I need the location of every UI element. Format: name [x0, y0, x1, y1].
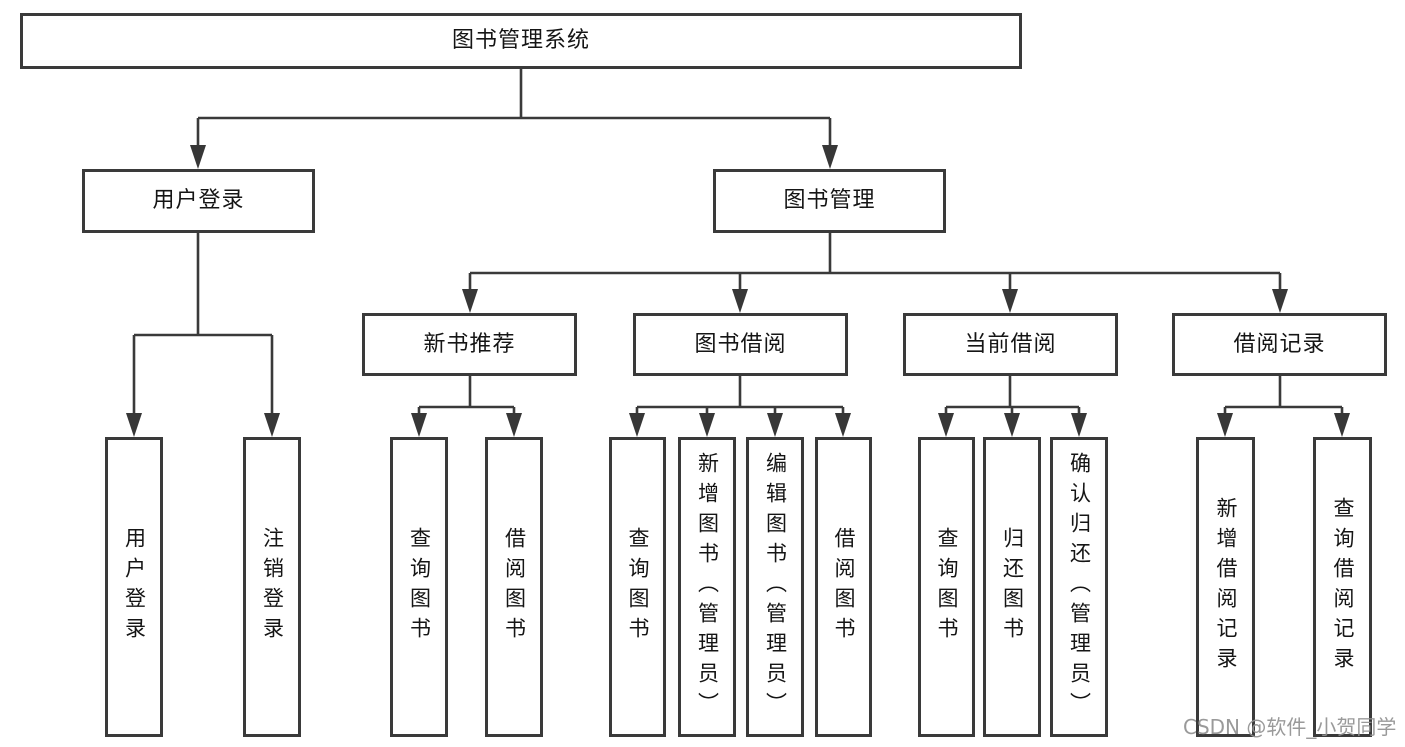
node-book-borrow-label: 图书借阅 — [694, 331, 787, 357]
leaf-borrow-books-label: 借阅图书 — [832, 527, 856, 647]
leaf-query-books-current-label: 查询图书 — [935, 527, 959, 647]
leaf-logout: 注销登录 — [243, 437, 301, 737]
leaf-add-borrow-record: 新增借阅记录 — [1196, 437, 1255, 737]
leaf-edit-book-admin: 编辑图书（管理员） — [746, 437, 804, 737]
leaf-user-login-label: 用户登录 — [122, 527, 147, 647]
leaf-borrow-books: 借阅图书 — [815, 437, 872, 737]
node-current-borrow: 当前借阅 — [903, 313, 1118, 376]
leaf-return-book-label: 归还图书 — [1000, 527, 1025, 647]
leaf-query-books-recommend: 查询图书 — [390, 437, 448, 737]
node-library-system: 图书管理系统 — [20, 13, 1022, 69]
node-new-book-recommend-label: 新书推荐 — [423, 331, 516, 357]
leaf-query-books-current: 查询图书 — [918, 437, 975, 737]
leaf-user-login: 用户登录 — [105, 437, 163, 737]
leaf-query-books-borrow-label: 查询图书 — [626, 527, 650, 647]
connector-borrow-records-to-leaves — [1217, 376, 1350, 437]
leaf-query-books-borrow: 查询图书 — [609, 437, 666, 737]
leaf-add-book-admin: 新增图书（管理员） — [678, 437, 736, 737]
connector-book-management-to-level3 — [462, 233, 1288, 313]
node-new-book-recommend: 新书推荐 — [362, 313, 577, 376]
node-book-management: 图书管理 — [713, 169, 946, 233]
node-user-login-label: 用户登录 — [152, 188, 245, 213]
leaf-logout-label: 注销登录 — [260, 527, 285, 647]
leaf-confirm-return-admin-label: 确认归还（管理员） — [1067, 452, 1092, 722]
connector-root-to-level2 — [190, 69, 838, 169]
connector-new-book-recommend-to-leaves — [411, 376, 522, 437]
leaf-return-book: 归还图书 — [983, 437, 1041, 737]
node-borrow-records: 借阅记录 — [1172, 313, 1387, 376]
node-book-management-label: 图书管理 — [783, 188, 876, 213]
connector-user-login-to-leaves — [126, 233, 280, 437]
leaf-query-borrow-record: 查询借阅记录 — [1313, 437, 1372, 737]
node-user-login: 用户登录 — [82, 169, 315, 233]
leaf-confirm-return-admin: 确认归还（管理员） — [1050, 437, 1108, 737]
leaf-edit-book-admin-label: 编辑图书（管理员） — [763, 452, 788, 722]
csdn-watermark: CSDN @软件_小贺同学 — [1183, 715, 1397, 739]
node-borrow-records-label: 借阅记录 — [1233, 331, 1326, 357]
node-library-system-label: 图书管理系统 — [451, 28, 590, 53]
connector-book-borrow-to-leaves — [629, 376, 851, 437]
leaf-query-borrow-record-label: 查询借阅记录 — [1331, 497, 1355, 677]
leaf-add-borrow-record-label: 新增借阅记录 — [1214, 497, 1238, 677]
node-current-borrow-label: 当前借阅 — [964, 331, 1057, 357]
leaf-borrow-books-recommend-label: 借阅图书 — [502, 527, 527, 647]
node-book-borrow: 图书借阅 — [633, 313, 848, 376]
leaf-borrow-books-recommend: 借阅图书 — [485, 437, 543, 737]
leaf-add-book-admin-label: 新增图书（管理员） — [695, 452, 720, 722]
connector-current-borrow-to-leaves — [938, 376, 1087, 437]
leaf-query-books-recommend-label: 查询图书 — [407, 527, 432, 647]
